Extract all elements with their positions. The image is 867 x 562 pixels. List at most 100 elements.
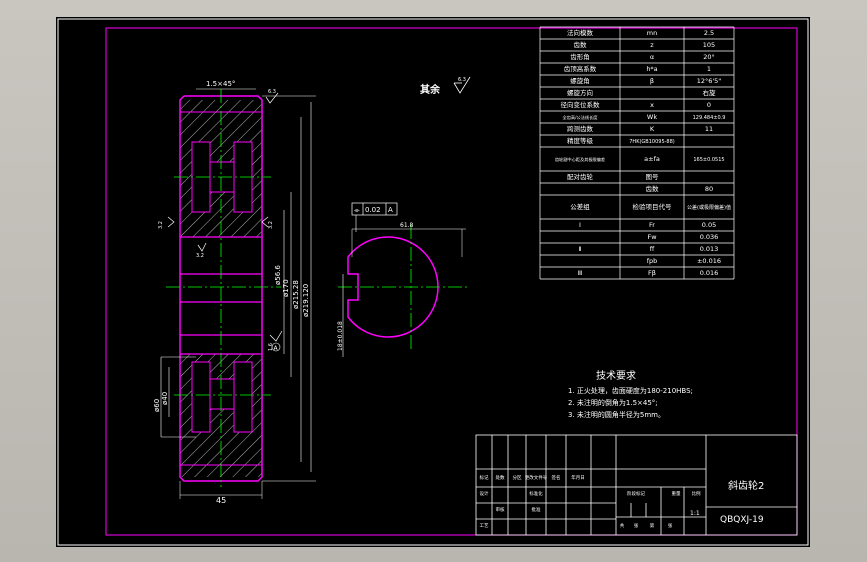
param-table-cell: Ⅰ [579, 221, 581, 229]
param-table-cell: 公差(或极限偏差)值 [687, 204, 731, 211]
title-block-label: 年月日 [571, 474, 585, 481]
param-table-cell: α [650, 53, 654, 61]
dim-d1: ø56.6 [274, 265, 282, 285]
param-table-cell: 螺旋角 [570, 76, 590, 85]
title-block-label: 处数 [496, 474, 505, 481]
param-table-cell: 129.484±0.9 [693, 115, 726, 121]
param-table-cell: 2.5 [704, 29, 714, 37]
roughness-marks: 6.3 3.2 3.2 3.2 1.6 [158, 89, 283, 351]
param-table-cell: 20° [703, 53, 715, 61]
param-table-cell: fpb [647, 257, 658, 265]
title-block-label: 设计 [480, 490, 489, 497]
dim-d2: ø170 [282, 279, 290, 297]
roughness-note-value: 6.3 [458, 77, 466, 83]
param-table-cell: 右旋 [703, 88, 717, 97]
title-block-label: 共 [620, 522, 625, 529]
tol-value: 0.02 [365, 206, 381, 214]
title-block-label: 工艺 [480, 523, 489, 529]
param-table-cell: 公差组 [570, 202, 590, 211]
param-table-cell: 12°6'5" [697, 77, 722, 85]
gear-section-view: ø56.6 ø170 ø215.28 ø219.120 ø60 ø40 1.5×… [153, 80, 316, 505]
param-table-cell: 105 [703, 41, 715, 49]
param-table-cell: 齿形角 [570, 52, 590, 61]
param-table-cell: 7HK(GB10095-88) [629, 139, 675, 145]
title-block-label: 第 [650, 522, 655, 529]
drawing-code: QBQXJ-19 [720, 515, 764, 525]
param-table-cell: h*a [646, 65, 657, 73]
title-block [475, 434, 798, 536]
width-label: 45 [216, 496, 226, 505]
param-table-cell: ±0.016 [697, 257, 721, 265]
title-block-label: 更改文件号 [525, 474, 548, 481]
dim-d6: ø40 [161, 392, 169, 405]
technical-requirements: 技术要求 1. 正火处理，齿面硬度为180-210HBS; 2. 未注明的倒角为… [568, 369, 693, 419]
drawing-svg: ø56.6 ø170 ø215.28 ø219.120 ø60 ø40 1.5×… [57, 18, 809, 546]
keyway-depth: 61.8 [400, 222, 414, 229]
param-table-cell: Ⅲ [578, 269, 582, 277]
tech-req-item: 2. 未注明的倒角为1.5×45°; [568, 398, 658, 407]
param-table-cell: K [650, 125, 655, 133]
dim-d5: ø60 [153, 399, 161, 412]
title-block-label: 标记 [480, 474, 489, 481]
param-table-cell: 齿数 [646, 184, 660, 193]
title-block-label: 审核 [496, 506, 505, 513]
param-table-cell: 0.016 [700, 269, 719, 277]
tech-req-item: 3. 未注明的圆角半径为5mm。 [568, 410, 665, 419]
param-table-cell: 法向模数 [567, 28, 594, 37]
param-table-cell: 11 [705, 125, 713, 133]
param-table-cell: 图号 [646, 173, 660, 181]
param-table-cell: 80 [705, 185, 713, 193]
title-block-label: 标准化 [529, 490, 543, 497]
outer-frame [57, 18, 809, 546]
svg-text:6.3: 6.3 [268, 89, 276, 95]
param-table-cell: β [650, 77, 654, 85]
title-block-label: 张 [668, 522, 673, 529]
param-table-cell: Wk [647, 113, 657, 121]
drawing-canvas[interactable]: ø56.6 ø170 ø215.28 ø219.120 ø60 ø40 1.5×… [56, 17, 810, 547]
param-table-cell: 0.036 [700, 233, 719, 241]
hub-view: ⌯ 0.02 A 61.8 18±0.018 [337, 202, 468, 357]
param-table-cell: 配对齿轮 [567, 172, 594, 181]
param-table-cell: 0 [707, 101, 711, 109]
datum-marker [271, 342, 281, 352]
param-table-cell: Ⅱ [578, 245, 581, 253]
svg-text:3.2: 3.2 [268, 221, 274, 229]
datum-label: A [274, 345, 279, 352]
param-table-cell: 精度等级 [567, 136, 594, 145]
scale-value: 1:1 [690, 510, 700, 517]
param-table-cell: 齿数 [574, 40, 588, 49]
keyway-width: 18±0.018 [337, 321, 344, 351]
svg-text:3.2: 3.2 [196, 253, 204, 259]
param-table-cell: a±fa [644, 155, 660, 163]
param-table-cell: Fβ [648, 269, 656, 277]
svg-text:1.6: 1.6 [268, 343, 274, 351]
title-block-labels: 标记处数分区更改文件号签名年月日设计标准化审核工艺批准阶段标记重量比例共张第张 [480, 474, 701, 529]
param-table-cell: 0.013 [700, 245, 719, 253]
param-table-cell: 全齿高/公法线长度 [563, 114, 599, 121]
title-block-label: 比例 [692, 490, 701, 497]
title-block-label: 张 [634, 522, 639, 529]
param-table-cell: 检验项目代号 [633, 202, 673, 211]
tol-datum: A [388, 206, 393, 214]
title-block-label: 分区 [513, 474, 522, 481]
param-table-cell: 齿顶高系数 [564, 64, 597, 73]
roughness-note-text: 其余 [420, 83, 441, 96]
hub-outline [347, 236, 439, 338]
drawing-title: 斜齿轮2 [728, 479, 764, 492]
roughness-note: 其余 6.3 [420, 76, 471, 96]
dim-d4: ø219.120 [302, 284, 310, 317]
param-table-cell: ff [650, 245, 655, 253]
tol-symbol: ⌯ [354, 206, 360, 214]
tech-req-heading: 技术要求 [596, 369, 636, 382]
param-table-cell: 0.05 [702, 221, 716, 229]
tech-req-item: 1. 正火处理，齿面硬度为180-210HBS; [568, 386, 693, 395]
title-block-label: 签名 [552, 474, 561, 481]
inner-frame [105, 27, 798, 536]
svg-text:3.2: 3.2 [158, 221, 164, 229]
chamfer-label: 1.5×45° [206, 80, 235, 88]
param-table-cell: 跨测齿数 [567, 124, 594, 133]
param-table-cell: z [650, 41, 654, 49]
param-table-cell: Fr [649, 221, 655, 229]
